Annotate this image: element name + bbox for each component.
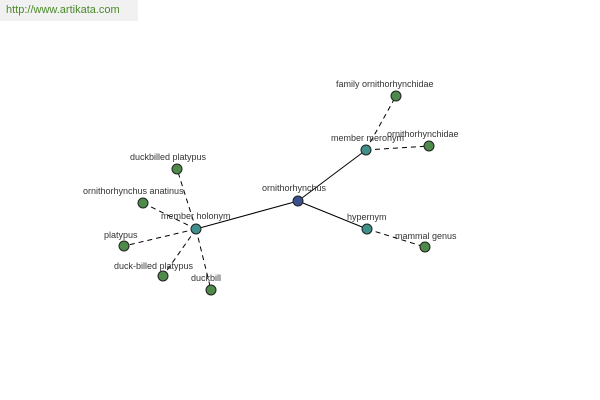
node-duckbill[interactable] <box>205 284 217 296</box>
node-platypus[interactable] <box>118 240 130 252</box>
edge-hypernym-mammal-genus <box>366 228 426 248</box>
edge-ornithorhynchus-member-holonym <box>195 200 299 230</box>
node-family-ornithorhynchidae[interactable] <box>390 90 402 102</box>
edge-member-meronym-family-ornithorhynchidae <box>365 95 397 151</box>
graph-labels: ornithorhynchus member holonym member mero… <box>83 79 459 283</box>
node-member-meronym[interactable] <box>360 144 372 156</box>
label-member-meronym: member meronym <box>331 133 404 143</box>
graph-nodes <box>118 90 435 296</box>
label-ornithorhynchus: ornithorhynchus <box>262 183 327 193</box>
edge-member-holonym-duck-billed-platypus <box>162 228 197 277</box>
node-ornithorhynchidae[interactable] <box>423 140 435 152</box>
label-ornithorhynchidae: ornithorhynchidae <box>387 129 459 139</box>
edge-member-holonym-platypus <box>123 228 197 247</box>
label-duckbilled-platypus: duckbilled platypus <box>130 152 207 162</box>
node-member-holonym[interactable] <box>190 223 202 235</box>
node-hypernym[interactable] <box>361 223 373 235</box>
label-duckbill: duckbill <box>191 273 221 283</box>
label-hypernym: hypernym <box>347 212 387 222</box>
label-member-holonym: member holonym <box>161 211 231 221</box>
edge-member-holonym-duckbilled-platypus <box>176 168 197 230</box>
label-family-ornithorhynchidae: family ornithorhynchidae <box>336 79 434 89</box>
edge-member-holonym-ornithorhynchus-anatinus <box>142 202 197 230</box>
node-duckbilled-platypus[interactable] <box>171 163 183 175</box>
graph-edges <box>123 95 430 291</box>
edge-ornithorhynchus-member-meronym <box>297 149 367 202</box>
edge-member-holonym-duckbill <box>195 228 212 291</box>
watermark-url[interactable]: http://www.artikata.com <box>0 0 138 21</box>
node-ornithorhynchus[interactable] <box>292 195 304 207</box>
node-duck-billed-platypus[interactable] <box>157 270 169 282</box>
edge-ornithorhynchus-hypernym <box>297 200 368 230</box>
node-ornithorhynchus-anatinus[interactable] <box>137 197 149 209</box>
label-platypus: platypus <box>104 230 138 240</box>
node-mammal-genus[interactable] <box>419 241 431 253</box>
label-ornithorhynchus-anatinus: ornithorhynchus anatinus <box>83 186 184 196</box>
edge-member-meronym-ornithorhynchidae <box>365 145 430 151</box>
label-duck-billed-platypus: duck-billed platypus <box>114 261 194 271</box>
label-mammal-genus: mammal genus <box>395 231 457 241</box>
